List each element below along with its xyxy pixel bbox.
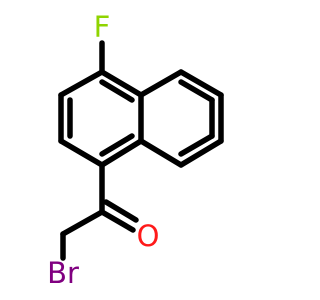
bond-carbonyl-ch2 xyxy=(60,209,105,237)
bond-c8-c8a xyxy=(138,138,184,168)
bond-c4a-c4-inner xyxy=(99,79,135,103)
bond-c4a-c4 xyxy=(99,69,144,98)
fluorine-label: F xyxy=(94,10,111,44)
bond-c7-c8-inner xyxy=(178,133,215,157)
molecule-structure: F O Br xyxy=(47,10,224,290)
bromine-label: Br xyxy=(47,256,79,290)
bond-c1-c8a-inner xyxy=(99,133,135,157)
bond-c2-c1 xyxy=(58,138,105,168)
bond-c4-c3 xyxy=(58,69,105,98)
oxygen-label: O xyxy=(137,219,160,253)
bond-c7-c8 xyxy=(178,138,224,168)
bond-c5-c6 xyxy=(178,69,224,98)
bond-carbonyl-oxygen-1 xyxy=(99,209,136,233)
bond-c4a-c5 xyxy=(138,69,184,98)
bond-c5-c6-inner xyxy=(178,79,215,103)
bond-carbonyl-oxygen-2 xyxy=(103,199,139,223)
bond-c1-c8a xyxy=(99,138,144,168)
molecule-canvas: F O Br xyxy=(47,10,224,290)
